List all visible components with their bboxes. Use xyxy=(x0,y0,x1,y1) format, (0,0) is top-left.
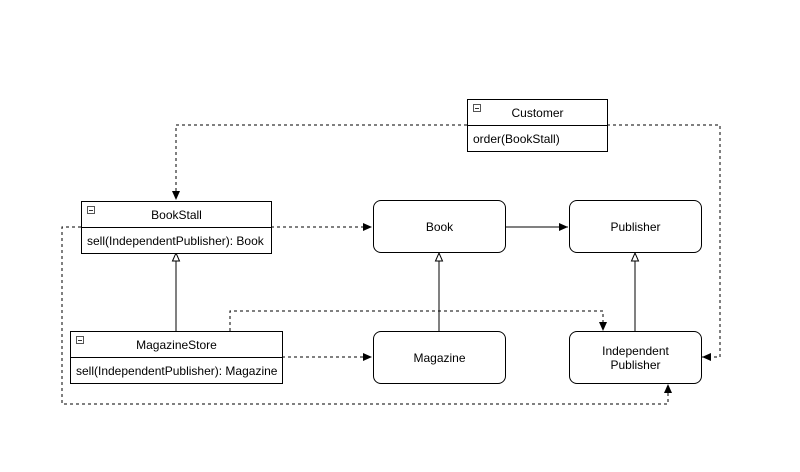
bookstall-class-header: BookStall xyxy=(82,202,271,228)
magazine-node[interactable]: Magazine xyxy=(373,331,506,384)
magazinestore-class-header: MagazineStore xyxy=(71,332,282,358)
magazinestore-class-method: sell(IndependentPublisher): Magazine xyxy=(76,364,278,378)
customer-class-method: order(BookStall) xyxy=(473,132,560,146)
dep-magazinestore-independent-publisher xyxy=(229,310,607,331)
dep-customer-independent-publisher xyxy=(607,124,721,361)
independent-publisher-label: Independent Publisher xyxy=(602,343,669,372)
bookstall-class[interactable]: BookStall sell(IndependentPublisher): Bo… xyxy=(81,201,272,254)
publisher-node[interactable]: Publisher xyxy=(569,200,702,253)
dep-customer-bookstall xyxy=(172,124,467,200)
customer-class-header: Customer xyxy=(468,100,607,126)
bookstall-class-name: BookStall xyxy=(151,207,202,222)
magazine-label: Magazine xyxy=(413,350,466,365)
independent-publisher-node[interactable]: Independent Publisher xyxy=(569,331,702,384)
publisher-label: Publisher xyxy=(610,219,661,234)
collapse-icon[interactable] xyxy=(473,104,481,112)
dep-bookstall-independent-publisher xyxy=(61,226,672,405)
collapse-icon[interactable] xyxy=(87,206,95,214)
book-node[interactable]: Book xyxy=(373,200,506,253)
customer-class-name: Customer xyxy=(511,105,564,120)
bookstall-class-method: sell(IndependentPublisher): Book xyxy=(87,234,264,248)
collapse-icon[interactable] xyxy=(76,336,84,344)
customer-class[interactable]: Customer order(BookStall) xyxy=(467,99,608,152)
magazinestore-class[interactable]: MagazineStore sell(IndependentPublisher)… xyxy=(70,331,283,384)
book-label: Book xyxy=(425,219,454,234)
magazinestore-class-name: MagazineStore xyxy=(136,337,217,352)
